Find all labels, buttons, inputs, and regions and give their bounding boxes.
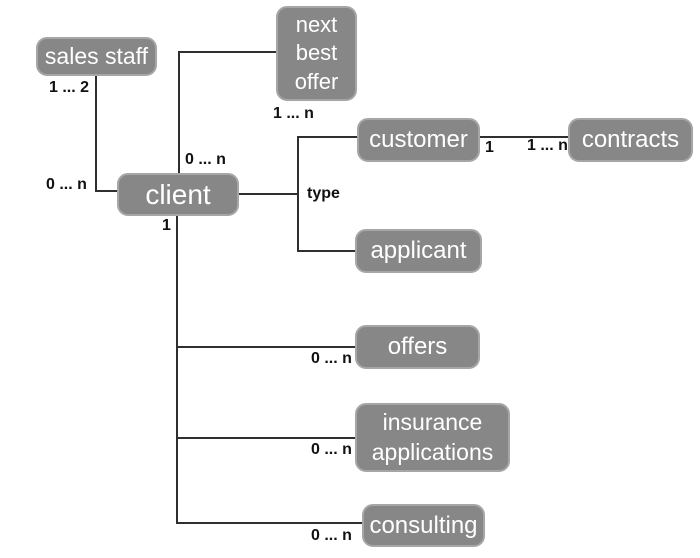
cardinality-consulting: 0 ... n [311,527,352,544]
cardinality-next-best-offer: 1 ... n [273,105,314,122]
entity-sales-staff-label: sales staff [44,43,149,70]
connector-client-offers-horizontal [176,346,356,348]
cardinality-offers: 0 ... n [311,350,352,367]
connector-sales-staff-client-vertical [95,75,97,192]
connector-client-next-best-offer-vertical [178,51,180,174]
entity-next-best-offer-label: next best offer [294,11,339,94]
connector-customer-contracts [479,136,569,138]
cardinality-client-next-best-offer: 0 ... n [185,151,226,168]
connector-type-applicant-horizontal [297,250,357,252]
entity-consulting: consulting [362,504,485,547]
relation-type-label: type [307,185,340,202]
entity-applicant: applicant [355,229,482,273]
entity-insurance-applications-label: insurance applications [371,408,494,465]
entity-client-label: client [145,179,211,210]
connector-client-type-horizontal [238,193,298,195]
entity-sales-staff: sales staff [36,37,157,76]
cardinality-insurance-applications: 0 ... n [311,441,352,458]
cardinality-contracts: 1 ... n [527,137,568,154]
connector-type-branch-vertical [297,136,299,252]
connector-client-insurance-horizontal [176,437,356,439]
cardinality-customer: 1 [485,139,494,156]
connector-sales-staff-client-horizontal [95,190,119,192]
entity-customer: customer [357,118,480,162]
entity-client: client [117,173,239,216]
entity-consulting-label: consulting [369,511,478,539]
entity-customer-label: customer [369,126,468,153]
entity-offers-label: offers [387,333,448,360]
entity-applicant-label: applicant [370,237,467,264]
cardinality-sales-staff: 1 ... 2 [49,79,90,96]
connector-client-next-best-offer-horizontal [178,51,277,53]
cardinality-client-sales-staff: 0 ... n [46,176,87,193]
entity-contracts-label: contracts [581,126,680,153]
entity-next-best-offer: next best offer [276,6,357,101]
connector-client-bottom-vertical [176,215,178,524]
entity-contracts: contracts [568,118,693,162]
entity-offers: offers [355,325,480,369]
entity-insurance-applications: insurance applications [355,403,510,472]
connector-type-customer-horizontal [297,136,358,138]
cardinality-client-bottom: 1 [162,217,171,234]
connector-client-consulting-horizontal [176,522,363,524]
